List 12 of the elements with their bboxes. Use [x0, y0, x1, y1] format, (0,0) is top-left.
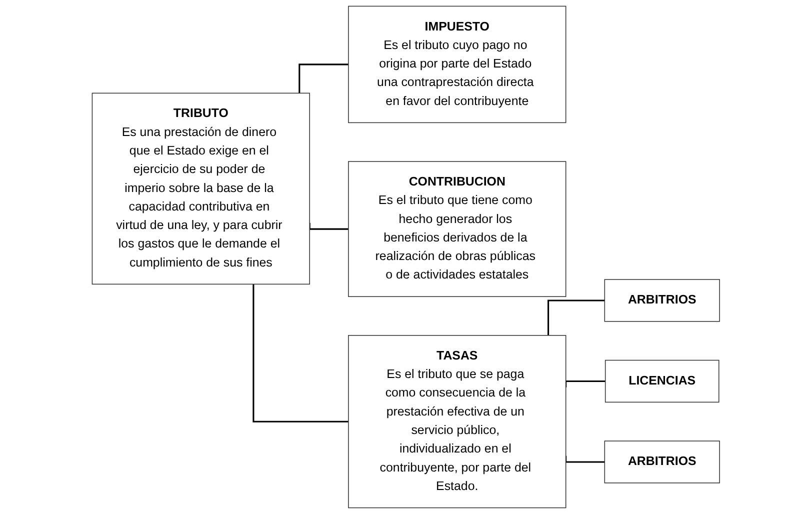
connector [547, 300, 604, 336]
node-box: IMPUESTO Es el tributo cuyo pago no origina por parte del Estado una contraprestación directa en favor del contribuyente [348, 6, 566, 124]
node-box: ARBITRIOS [604, 279, 720, 322]
node-box: CONTRIBUCION Es el tributo que tiene como hecho generador los beneficios derivados de la realización de obras públicas o de actividades estatales [348, 161, 566, 297]
node-box: TRIBUTO Es una prestación de dinero que el Estado exige en el ejercicio de su poder de imperio sobre la base de la capacidad contributiva en virtud de una ley, y para cubrir los gastos que le demande el cumplimiento de sus fines [91, 92, 310, 285]
node-box: LICENCIAS [604, 360, 719, 403]
node-box: ARBITRIOS [604, 440, 720, 484]
connector [298, 64, 348, 94]
node-box: TASAS Es el tributo que se paga como consecuencia de la prestación efectiva de un servicio público, individualizado en el contribuyente, por parte del Estado. [348, 335, 566, 508]
connector [564, 380, 605, 388]
connector [252, 284, 348, 422]
connector [564, 456, 604, 463]
